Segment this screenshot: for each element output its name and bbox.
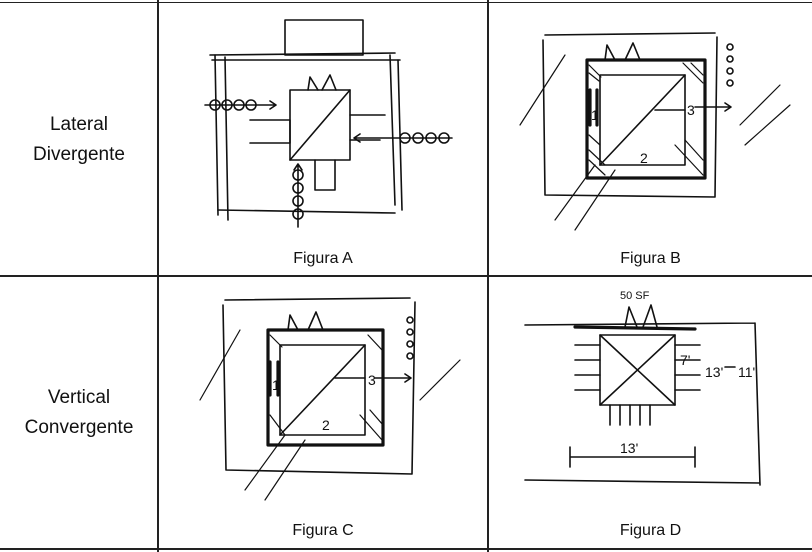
row-label-line1: Lateral <box>49 114 109 135</box>
figure-b-sketch: 1 2 3 <box>519 32 791 231</box>
zone-label-1: 1 <box>591 107 599 123</box>
figure-d-caption: Figura D <box>619 522 682 539</box>
figure-b-caption: Figura B <box>620 250 681 267</box>
row-label-line2: Divergente <box>33 144 125 165</box>
table-top-border <box>0 2 812 3</box>
figure-d-sketch: 50 SF 7' 13' 11' 13' <box>524 290 761 486</box>
area-note: 50 SF <box>620 290 650 302</box>
row-label-line2: Convergente <box>24 417 134 438</box>
table-divider-horizontal <box>0 275 812 277</box>
figure-a-caption: Figura A <box>293 250 353 267</box>
row-label-vertical-convergente: Vertical Convergente <box>0 383 158 443</box>
zone-label-3: 3 <box>687 102 695 118</box>
figure-c-sketch: 1 2 3 <box>199 297 461 501</box>
depth-dimension: 13' <box>705 364 723 380</box>
zone-label-1: 1 <box>272 377 280 393</box>
height-dimension: 11' <box>738 364 755 380</box>
zone-label-3: 3 <box>368 372 376 388</box>
side-dimension: 7' <box>680 352 690 368</box>
zone-label-2: 2 <box>322 417 330 433</box>
width-dimension: 13' <box>620 440 638 456</box>
figure-c-caption: Figura C <box>292 522 354 539</box>
zone-label-2: 2 <box>640 150 648 166</box>
figure-a-sketch <box>204 19 453 228</box>
table-bottom-border <box>0 548 812 550</box>
row-label-lateral-divergente: Lateral Divergente <box>0 110 158 170</box>
row-label-line1: Vertical <box>47 387 111 408</box>
